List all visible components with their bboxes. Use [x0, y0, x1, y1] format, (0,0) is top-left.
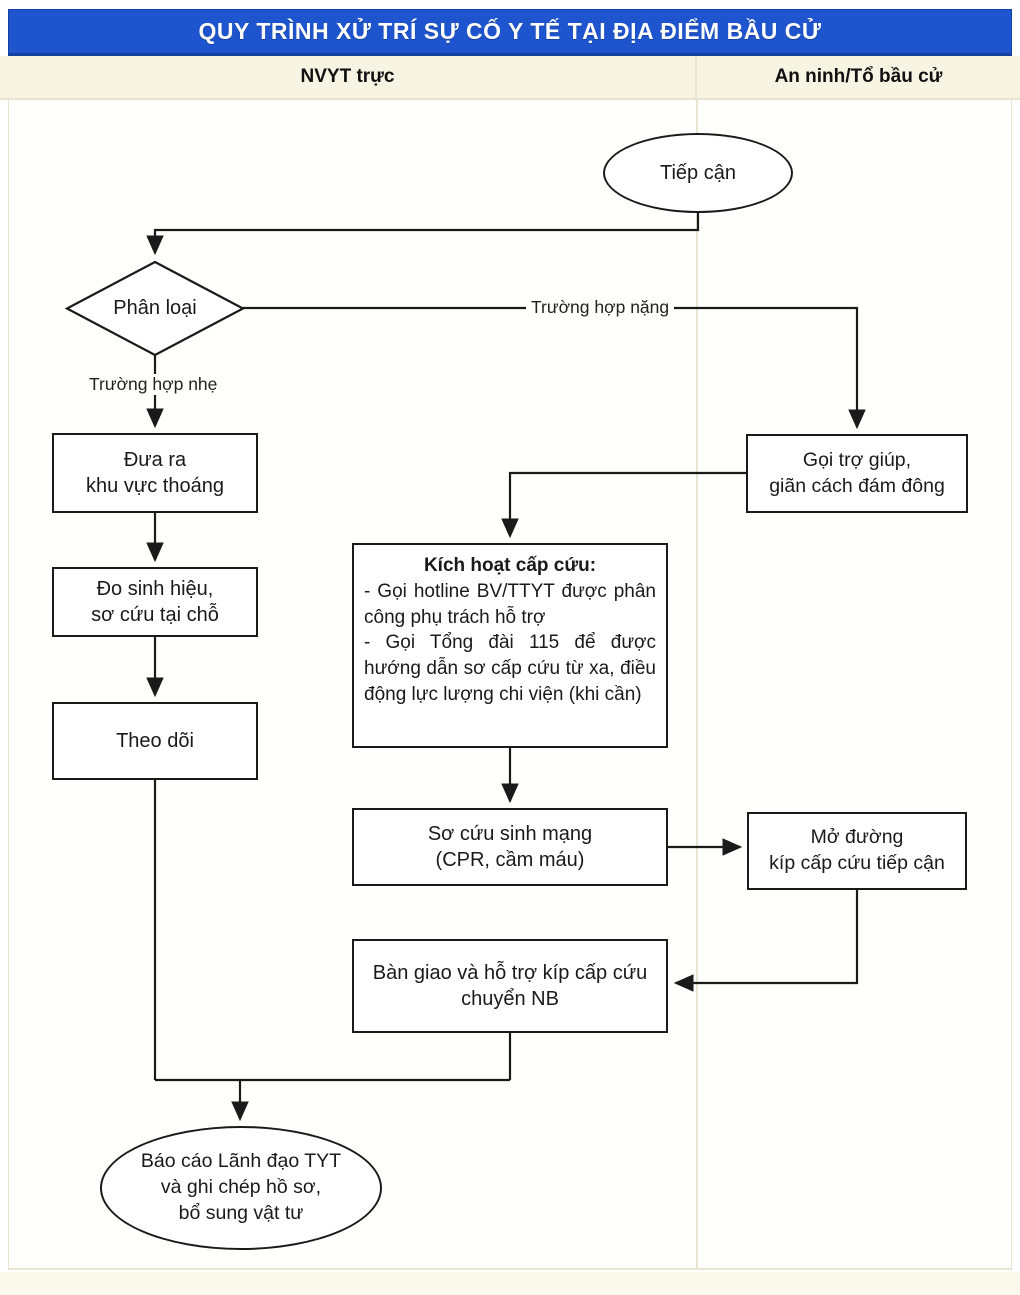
- swimlane-header-row: NVYT trực An ninh/Tổ bầu cử: [0, 56, 1020, 100]
- title-banner: QUY TRÌNH XỬ TRÍ SỰ CỐ Y TẾ TẠI ĐỊA ĐIỂM…: [8, 9, 1012, 56]
- node-so-cuu-sinh-mang: Sơ cứu sinh mạng (CPR, cầm máu): [352, 808, 668, 886]
- node-kich-hoat-cap-cuu: Kích hoạt cấp cứu: - Gọi hotline BV/TTYT…: [352, 543, 668, 748]
- node-mo-duong: Mở đường kíp cấp cứu tiếp cận: [747, 812, 967, 890]
- node-start-tiep-can: Tiếp cận: [603, 133, 793, 213]
- node-dua-ra-khu-vuc-thoang: Đưa ra khu vực thoáng: [52, 433, 258, 513]
- node-decision-phan-loai: Phân loại: [113, 297, 197, 320]
- edge-tiepcan-phanloai: [146, 213, 700, 256]
- edge-label-truong-hop-nhe: Trường hợp nhẹ: [84, 374, 223, 395]
- node-theo-doi: Theo dõi: [52, 702, 258, 780]
- edge-moduong-bangiao: [673, 890, 859, 992]
- node-goi-tro-giup: Gọi trợ giúp, giãn cách đám đông: [746, 434, 968, 513]
- edge-goitrogiup-kichhoat: [501, 471, 746, 539]
- edge-label-truong-hop-nang: Trường hợp nặng: [526, 297, 675, 318]
- node-ban-giao: Bàn giao và hỗ trợ kíp cấp cứu chuyển NB: [352, 939, 668, 1033]
- page-title: QUY TRÌNH XỬ TRÍ SỰ CỐ Y TẾ TẠI ĐỊA ĐIỂM…: [198, 18, 822, 44]
- edge-phanloai-goitrogiup: [243, 306, 866, 430]
- kich-hoat-title: Kích hoạt cấp cứu:: [423, 555, 597, 576]
- node-do-sinh-hieu: Đo sinh hiệu, sơ cứu tại chỗ: [52, 567, 258, 637]
- node-end-bao-cao: Báo cáo Lãnh đạo TYT và ghi chép hồ sơ, …: [100, 1126, 382, 1250]
- lane-header-nvyt: NVYT trực: [0, 56, 697, 98]
- kich-hoat-item-115: - Gọi Tổng đài 115 để được hướng dẫn sơ …: [364, 632, 656, 706]
- decision-diamond-shape: [64, 260, 246, 357]
- swimlane-divider: [696, 100, 698, 1270]
- footer-strip: [0, 1272, 1020, 1295]
- lane-header-anninh: An ninh/Tổ bầu cử: [774, 66, 943, 87]
- kich-hoat-item-hotline: - Gọi hotline BV/TTYT được phân công phụ…: [364, 580, 656, 628]
